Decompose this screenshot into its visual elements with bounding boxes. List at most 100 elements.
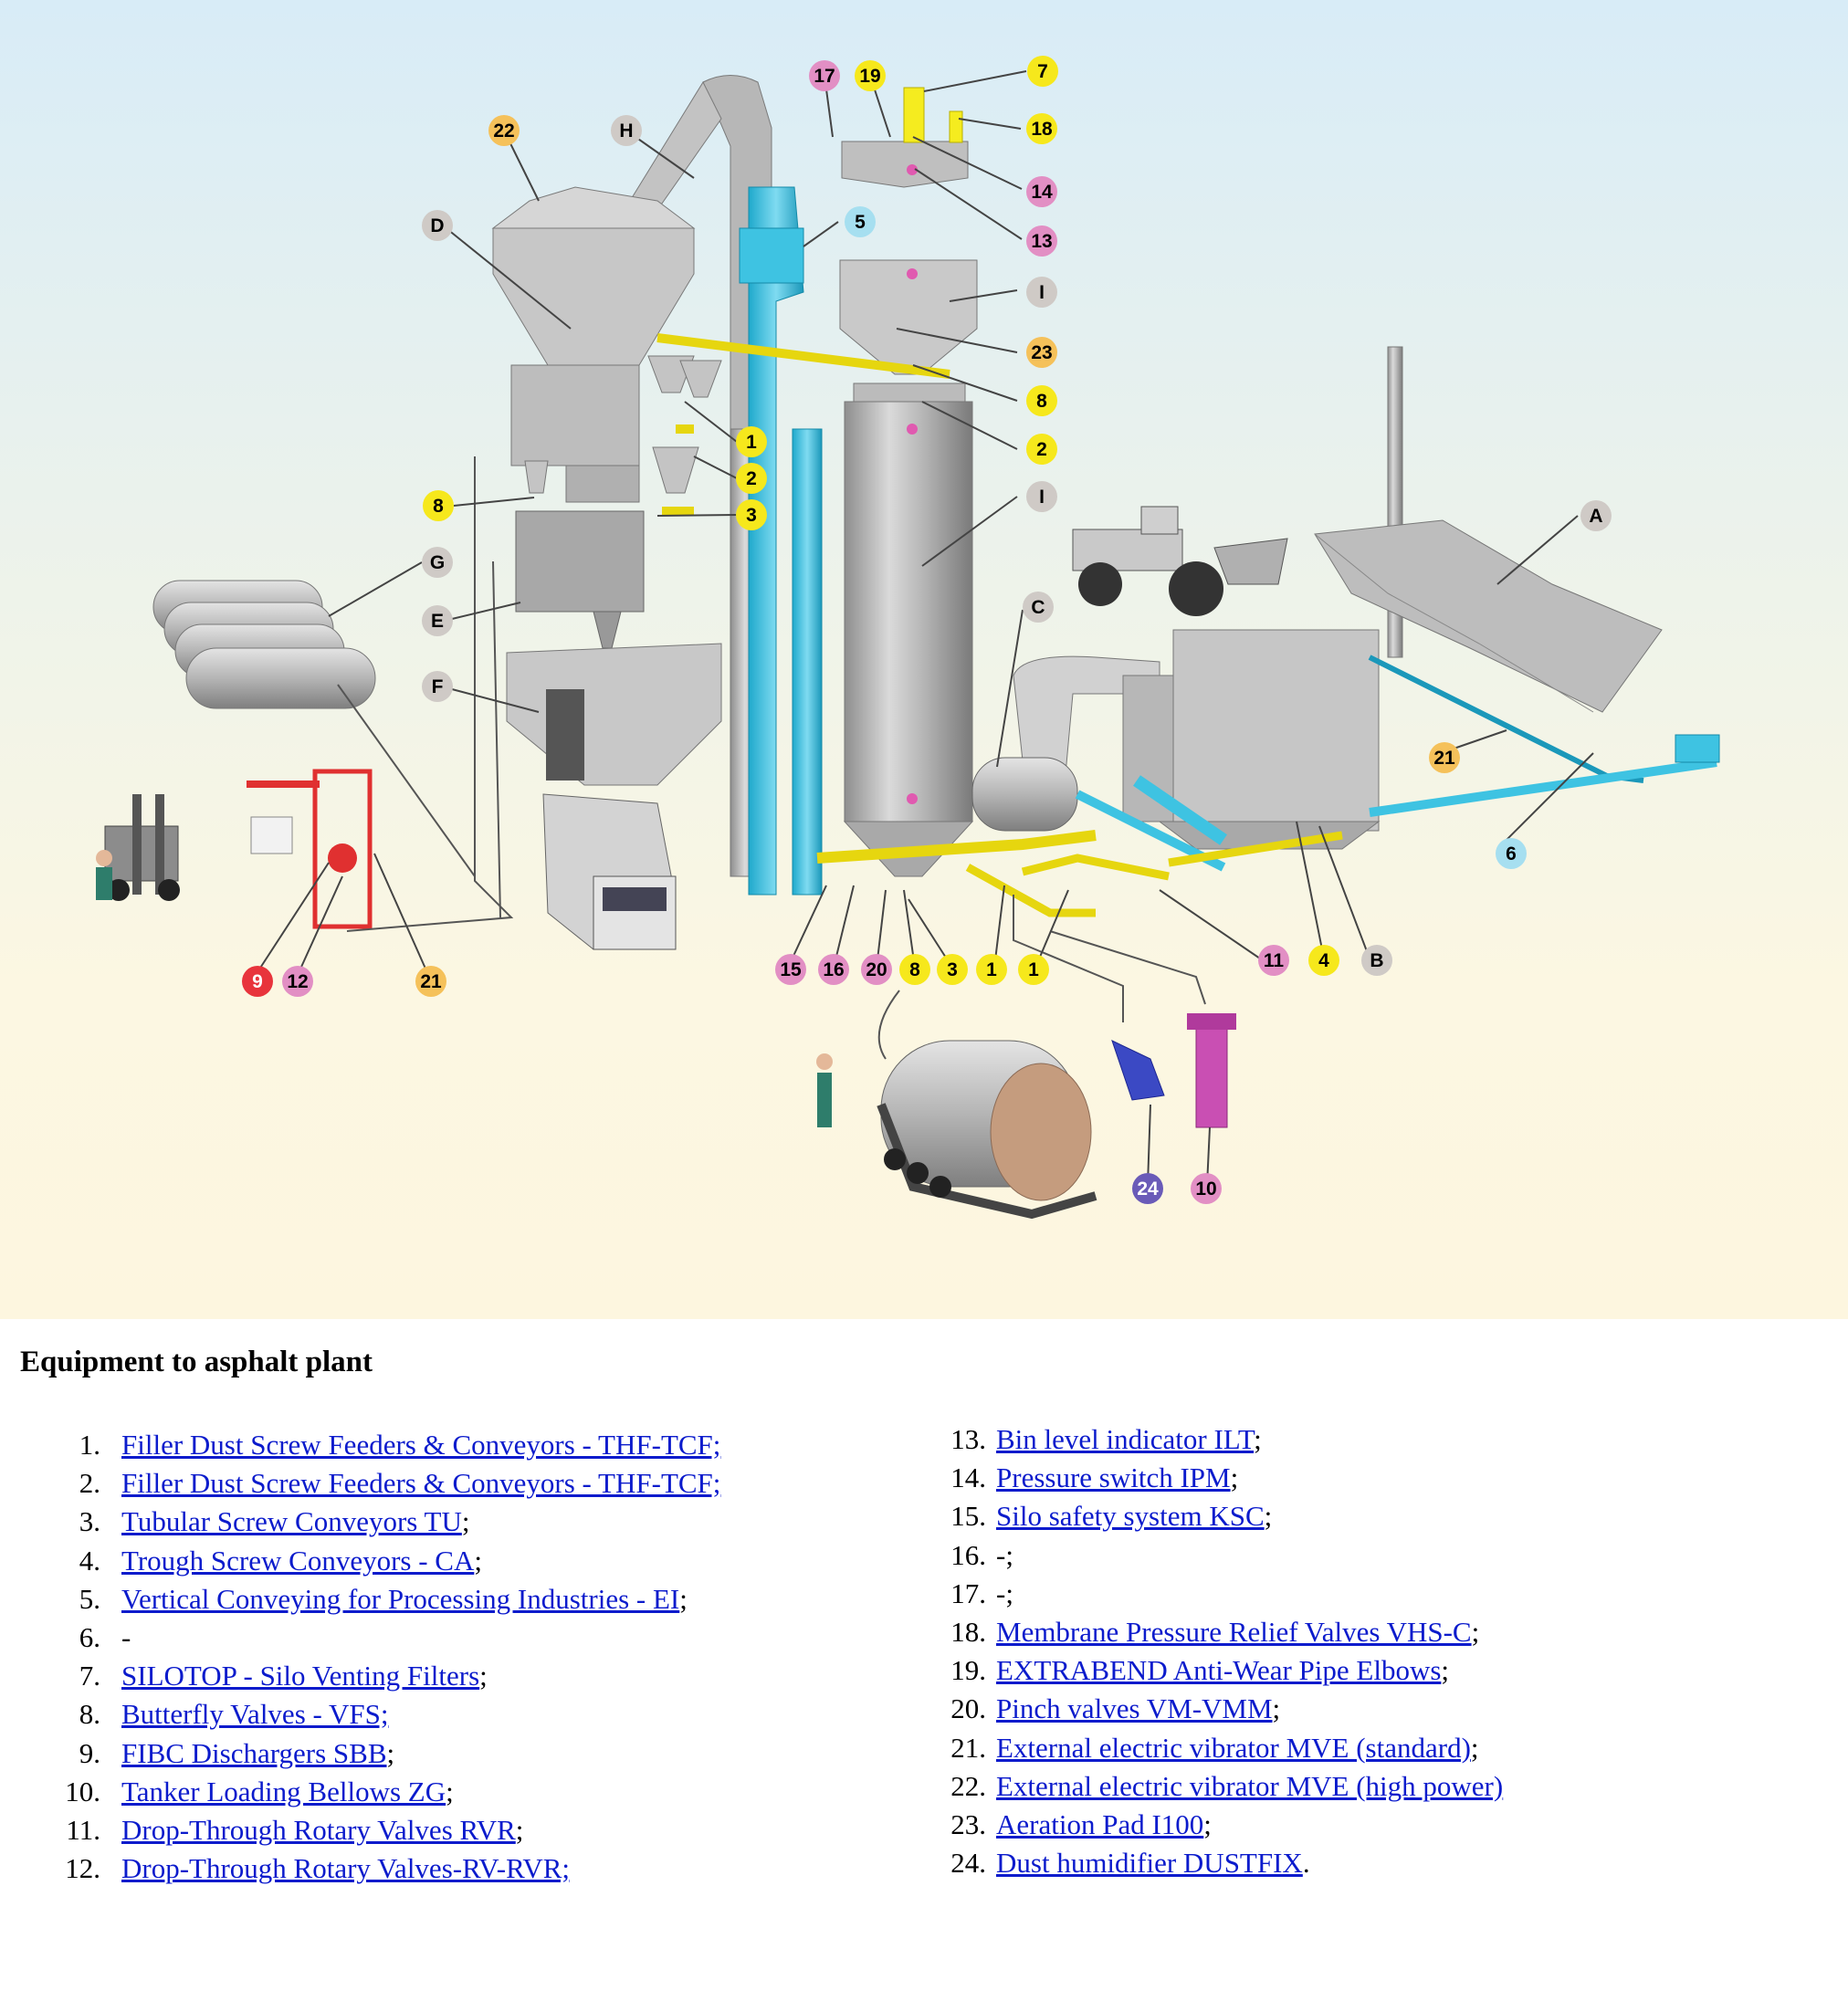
dump-truck [542,793,677,950]
item-link[interactable]: SILOTOP - Silo Venting Filters [121,1660,480,1692]
callout-h: H [611,115,642,146]
equipment-list-right: 13.Bin level indicator ILT; 14.Pressure … [877,1420,1503,1882]
callout-20: 20 [861,954,892,985]
item-link[interactable]: Pinch valves VM-VMM [996,1692,1273,1725]
callout-8-bottom: 8 [899,954,930,985]
svg-text:B: B [1370,950,1383,971]
svg-text:H: H [619,120,633,141]
callout-12: 12 [282,966,313,997]
vertical-conveyor-5 [739,186,823,896]
svg-text:8: 8 [909,959,920,980]
svg-text:19: 19 [859,66,880,87]
callouts: 17 19 7 18 14 13 22 H D 5 I 23 8 2 1 2 3… [242,56,1612,1204]
item-link[interactable]: Trough Screw Conveyors - CA [121,1544,475,1577]
tanker-truck [816,1040,1097,1220]
svg-text:1: 1 [746,432,757,453]
callout-16: 16 [818,954,849,985]
callout-8-left: 8 [423,490,454,521]
list-item: 19.EXTRABEND Anti-Wear Pipe Elbows; [950,1654,1450,1687]
svg-text:C: C [1031,597,1045,618]
item-link[interactable]: Membrane Pressure Relief Valves VHS-C [996,1616,1472,1649]
list-item: 8.Butterfly Valves - VFS; [79,1698,389,1731]
callout-2-hopper: 2 [736,463,767,494]
list-item: 1.Filler Dust Screw Feeders & Conveyors … [79,1429,721,1461]
item-link[interactable]: Dust humidifier DUSTFIX [996,1847,1303,1880]
callout-c: C [1023,592,1054,623]
callout-15: 15 [775,954,806,985]
list-item: 20.Pinch valves VM-VMM; [950,1692,1281,1725]
item-link[interactable]: Tanker Loading Bellows ZG [121,1775,446,1807]
callout-10: 10 [1191,1173,1222,1204]
callout-e: E [422,605,453,636]
dust-humidifier-unit [1111,1040,1165,1101]
item-link[interactable]: Tubular Screw Conveyors TU [121,1505,462,1538]
callout-24: 24 [1132,1173,1163,1204]
storage-tanks-g [152,580,376,709]
item-link[interactable]: Silo safety system KSC [996,1500,1265,1533]
svg-text:13: 13 [1031,231,1052,252]
list-item: 7.SILOTOP - Silo Venting Filters; [79,1660,488,1692]
list-item: 11.Drop-Through Rotary Valves RVR; [66,1814,524,1847]
item-link[interactable]: External electric vibrator MVE (high pow… [996,1769,1504,1802]
page-title: Equipment to asphalt plant [20,1346,373,1378]
svg-text:8: 8 [433,496,444,517]
cold-feed-bins-a [1314,519,1663,713]
list-item: 15.Silo safety system KSC; [950,1500,1273,1533]
svg-text:17: 17 [814,66,835,87]
callout-2-silo: 2 [1026,434,1057,465]
conveyors-6 [1075,655,1720,872]
callout-a: A [1580,500,1612,531]
svg-text:4: 4 [1318,950,1329,971]
item-link[interactable]: Bin level indicator ILT [996,1423,1255,1455]
list-item: 21.External electric vibrator MVE (stand… [950,1731,1479,1764]
callout-1-hopper: 1 [736,426,767,457]
svg-text:21: 21 [1433,748,1455,769]
svg-text:A: A [1589,506,1602,527]
item-link[interactable]: EXTRABEND Anti-Wear Pipe Elbows [996,1654,1442,1687]
list-item: 4.Trough Screw Conveyors - CA; [79,1544,482,1577]
svg-text:E: E [431,611,444,632]
svg-text:18: 18 [1031,119,1053,140]
item-link[interactable]: Filler Dust Screw Feeders & Conveyors - … [121,1429,721,1461]
svg-text:15: 15 [780,959,802,980]
item-link[interactable]: Aeration Pad I100 [996,1808,1204,1841]
item-link[interactable]: Pressure switch IPM [996,1461,1231,1494]
item-link[interactable]: External electric vibrator MVE (standard… [996,1731,1471,1764]
list-item: 14.Pressure switch IPM; [950,1461,1239,1494]
svg-text:9: 9 [252,971,263,992]
list-item: 10.Tanker Loading Bellows ZG; [65,1775,454,1807]
dryer-and-filter [971,346,1403,850]
svg-text:12: 12 [287,971,308,992]
item-link[interactable]: Butterfly Valves - VFS; [121,1698,389,1731]
callout-13-top: 13 [1026,225,1057,257]
callout-6: 6 [1496,838,1527,869]
svg-text:23: 23 [1031,342,1052,363]
callout-f: F [422,671,453,702]
svg-text:8: 8 [1036,391,1047,412]
item-link[interactable]: Drop-Through Rotary Valves RVR [121,1814,516,1847]
svg-text:3: 3 [947,959,958,980]
svg-text:2: 2 [746,468,757,489]
callout-3-hopper: 3 [736,499,767,530]
list-item: 12.Drop-Through Rotary Valves-RV-RVR; [65,1852,571,1885]
callout-21-fibc: 21 [415,966,446,997]
callout-3-bottom: 3 [937,954,968,985]
item-link[interactable]: FIBC Dischargers SBB [121,1736,387,1769]
callout-5: 5 [845,206,876,237]
filler-hoppers [524,355,722,494]
list-item: 6.- [79,1621,131,1654]
svg-text:20: 20 [866,959,887,980]
item-link[interactable]: Filler Dust Screw Feeders & Conveyors - … [121,1467,721,1500]
item-link[interactable]: Vertical Conveying for Processing Indust… [121,1582,680,1615]
callout-8-silo: 8 [1026,385,1057,416]
callout-22: 22 [488,115,520,146]
callout-i-mid: I [1026,481,1057,512]
callout-19: 19 [855,60,886,91]
list-item: 22.External electric vibrator MVE (high … [950,1769,1504,1802]
item-link[interactable]: Drop-Through Rotary Valves-RV-RVR; [121,1852,571,1885]
service-lines [337,456,1206,1060]
callout-23: 23 [1026,337,1057,368]
callout-9: 9 [242,966,273,997]
callout-14: 14 [1026,176,1057,207]
svg-text:21: 21 [420,971,442,992]
